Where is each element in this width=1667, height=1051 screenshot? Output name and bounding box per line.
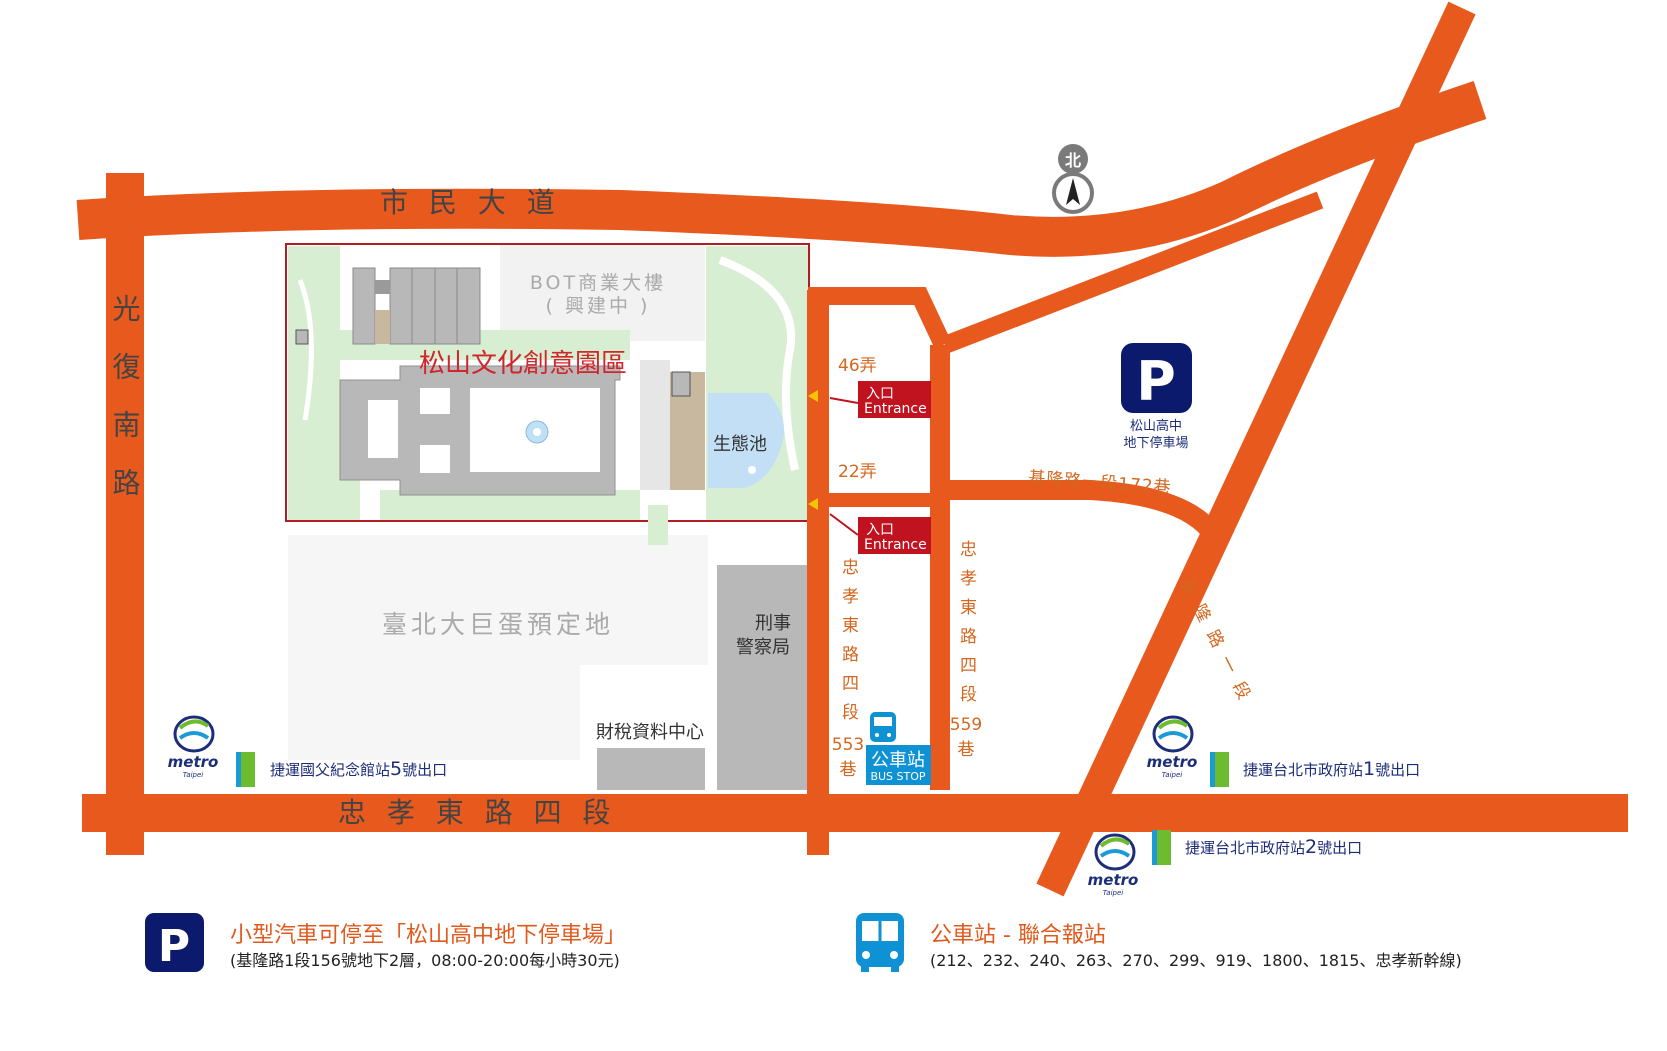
bus-stop-zh: 公車站 xyxy=(871,750,925,771)
metro-logo-sub: Taipei xyxy=(1162,771,1183,779)
label-cib-line1: 刑事 xyxy=(755,613,791,634)
dome-site-area xyxy=(288,535,708,760)
metro-logo-word: metro xyxy=(1088,871,1139,889)
label-bot-under-construction: ( 興建中 ) xyxy=(546,295,651,317)
parking-symbol: P xyxy=(1136,350,1176,413)
label-tax-center: 財稅資料中心 xyxy=(596,722,704,743)
legend-bus: 公車站 - 聯合報站 (212、232、240、263、270、299、919、… xyxy=(856,913,1462,972)
pond-marker xyxy=(748,466,756,474)
label-guangfu-s: 光復南路 xyxy=(109,294,142,526)
label-lane553-number: 553 xyxy=(832,735,864,755)
metro-exit-label-2: 捷運台北市政府站1號出口 xyxy=(1243,758,1420,780)
label-alley22: 22弄 xyxy=(838,462,877,482)
bus-stop-marker[interactable]: 公車站 BUS STOP xyxy=(866,712,931,785)
compass-label: 北 xyxy=(1065,151,1081,170)
metro-logo-word: metro xyxy=(1147,753,1198,771)
metro-exit-label-3: 捷運台北市政府站2號出口 xyxy=(1185,836,1362,858)
legend-parking-symbol: P xyxy=(158,921,190,972)
entrance-marker-1[interactable]: 入口 Entrance xyxy=(808,381,931,418)
eco-pond xyxy=(708,393,784,488)
label-bot-building: BOT商業大樓 xyxy=(530,272,666,294)
label-lane553: 忠孝東路四段 xyxy=(838,558,859,732)
entrance-2-en: Entrance xyxy=(864,537,927,553)
metro-logo-icon xyxy=(1094,833,1136,871)
parking-name-line2: 地下停車場 xyxy=(1123,435,1188,451)
pond-side-buildings xyxy=(640,360,705,545)
label-park-name: 松山文化創意園區 xyxy=(419,349,627,379)
cib-building xyxy=(717,565,808,790)
label-alley46: 46弄 xyxy=(838,356,877,376)
metro-logo-icon xyxy=(1152,715,1194,753)
road-shimin-blvd xyxy=(76,81,1487,257)
metro-logo-word: metro xyxy=(168,753,219,771)
legend-parking: P 小型汽車可停至「松山高中地下停車場」 (基隆路1段156號地下2層，08:0… xyxy=(145,913,626,972)
metro-logo-sub: Taipei xyxy=(1103,889,1124,897)
entrance-1-en: Entrance xyxy=(864,401,927,417)
metro-logo-icon xyxy=(173,715,215,753)
road-network xyxy=(76,1,1628,897)
entrance-2-zh: 入口 xyxy=(866,522,894,538)
parking-map-marker[interactable]: P 松山高中 地下停車場 xyxy=(1121,343,1192,451)
metro-logo-sub: Taipei xyxy=(183,771,204,779)
metro-exit-3[interactable]: metro Taipei 捷運台北市政府站2號出口 xyxy=(1088,830,1362,897)
road-connector-north xyxy=(808,287,952,349)
label-lane559: 忠孝東路四段 xyxy=(956,540,977,714)
legend-parking-icon xyxy=(145,913,204,972)
label-keelung: 基隆路一段 xyxy=(1176,575,1260,713)
entrance-1-zh: 入口 xyxy=(866,386,894,402)
label-eco-pond: 生態池 xyxy=(713,434,767,455)
label-cib-line2: 警察局 xyxy=(736,637,790,658)
metro-exit-1[interactable]: metro Taipei 捷運國父紀念館站5號出口 xyxy=(168,715,447,787)
legend-bus-title: 公車站 - 聯合報站 xyxy=(930,923,1106,948)
label-dome-site: 臺北大巨蛋預定地 xyxy=(382,610,614,639)
legend-parking-title: 小型汽車可停至「松山高中地下停車場」 xyxy=(230,923,626,948)
north-arrow-icon xyxy=(1066,178,1080,205)
label-shimin-blvd: 市 民 大 道 xyxy=(380,186,561,219)
legend-parking-detail: (基隆路1段156號地下2層，08:00-20:00每小時30元) xyxy=(230,951,620,970)
legend-bus-detail: (212、232、240、263、270、299、919、1800、1815、忠… xyxy=(930,951,1462,970)
bus-icon xyxy=(870,712,896,742)
north-compass: 北 xyxy=(1052,144,1094,214)
metro-exit-label-1: 捷運國父紀念館站5號出口 xyxy=(270,758,447,780)
bot-building-area xyxy=(500,244,705,341)
bus-stop-en: BUS STOP xyxy=(870,770,925,783)
parking-icon xyxy=(1121,343,1192,413)
tax-center-building xyxy=(597,748,705,790)
entrance-marker-2[interactable]: 入口 Entrance xyxy=(808,498,931,554)
road-keelung-lane172 xyxy=(945,480,1218,537)
metro-exit-2[interactable]: metro Taipei 捷運台北市政府站1號出口 xyxy=(1147,715,1420,787)
label-lane559-suffix: 巷 xyxy=(958,740,975,760)
main-factory-building xyxy=(339,365,621,496)
park-north-warehouses xyxy=(295,267,481,345)
label-lane553-suffix: 巷 xyxy=(840,760,857,780)
road-keelung xyxy=(1036,1,1476,897)
label-zhongxiao-e: 忠 孝 東 路 四 段 xyxy=(338,796,617,829)
label-lane559-number: 559 xyxy=(950,715,982,735)
parking-name-line1: 松山高中 xyxy=(1130,418,1182,434)
road-diagonal-connector xyxy=(941,191,1324,354)
